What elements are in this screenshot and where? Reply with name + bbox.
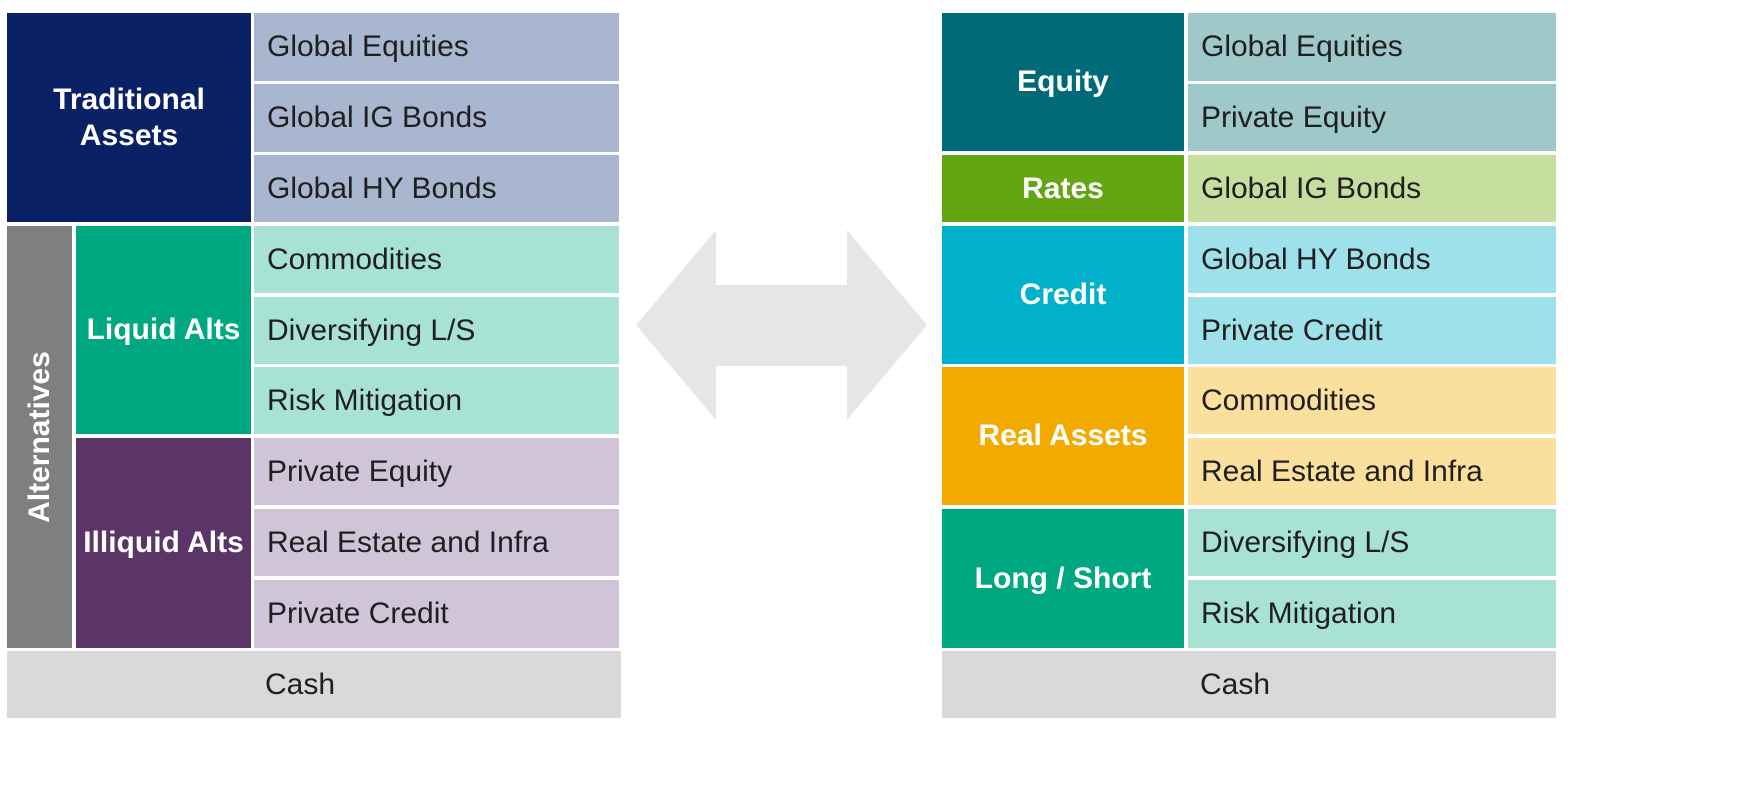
- illiquid-alts-block: Illiquid Alts: [76, 438, 251, 648]
- long-short-label: Long / Short: [974, 561, 1152, 595]
- equity-block: Equity: [942, 13, 1184, 151]
- double-arrow-shape: [636, 230, 927, 420]
- item-global-ig-bonds-left: Global IG Bonds: [254, 84, 619, 152]
- item-real-estate-infra-left: Real Estate and Infra: [254, 509, 619, 576]
- item-global-hy-bonds-left: Global HY Bonds: [254, 155, 619, 222]
- real-assets-label: Real Assets: [978, 419, 1148, 452]
- item-global-hy-bonds-right: Global HY Bonds: [1188, 226, 1556, 293]
- item-diversifying-ls-right: Diversifying L/S: [1188, 509, 1556, 576]
- credit-block: Credit: [942, 226, 1184, 364]
- item-global-equities-left: Global Equities: [254, 13, 619, 81]
- item-risk-mitigation-right: Risk Mitigation: [1188, 580, 1556, 648]
- equity-label: Equity: [1017, 65, 1109, 98]
- rates-block: Rates: [942, 155, 1184, 222]
- liquid-alts-block: Liquid Alts: [76, 226, 251, 434]
- item-real-estate-infra-right: Real Estate and Infra: [1188, 438, 1556, 505]
- long-short-block: Long / Short: [942, 509, 1184, 648]
- rates-label: Rates: [1022, 171, 1104, 205]
- item-private-credit-right: Private Credit: [1188, 297, 1556, 364]
- item-private-credit-left: Private Credit: [254, 580, 619, 648]
- item-private-equity-left: Private Equity: [254, 438, 619, 505]
- traditional-assets-label: Traditional Assets: [53, 82, 205, 152]
- traditional-assets-block: Traditional Assets: [7, 13, 251, 222]
- item-commodities-left: Commodities: [254, 226, 619, 293]
- item-global-ig-bonds-right: Global IG Bonds: [1188, 155, 1556, 222]
- item-diversifying-ls-left: Diversifying L/S: [254, 297, 619, 364]
- item-risk-mitigation-left: Risk Mitigation: [254, 367, 619, 434]
- credit-label: Credit: [1019, 278, 1107, 311]
- cash-block-right: Cash: [942, 651, 1556, 718]
- liquid-alts-label: Liquid Alts: [86, 313, 241, 346]
- item-commodities-right: Commodities: [1188, 367, 1556, 434]
- cash-block-left: Cash: [7, 651, 621, 718]
- illiquid-alts-label: Illiquid Alts: [83, 526, 244, 559]
- item-private-equity-right: Private Equity: [1188, 84, 1556, 151]
- item-global-equities-right: Global Equities: [1188, 13, 1556, 81]
- alternatives-block: Alternatives: [7, 226, 72, 648]
- real-assets-block: Real Assets: [942, 367, 1184, 505]
